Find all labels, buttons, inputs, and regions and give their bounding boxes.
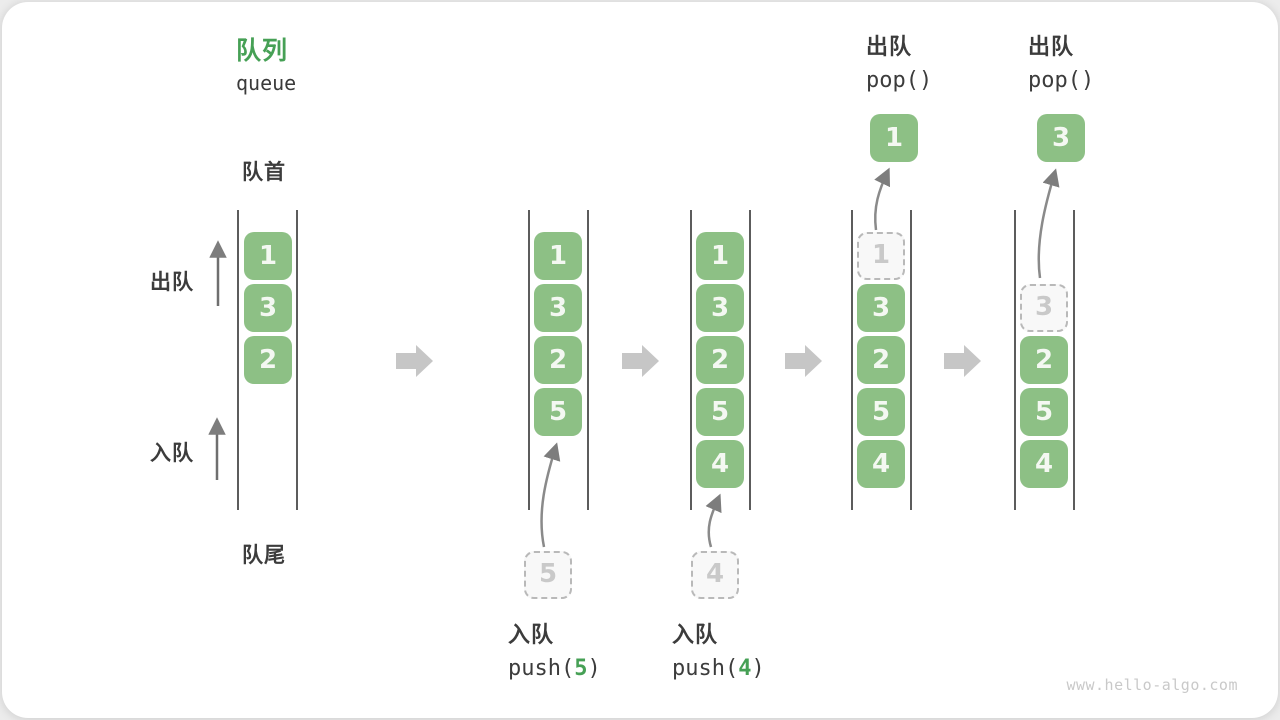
queue-wall-right: [910, 210, 912, 510]
queue-item: 3: [857, 284, 905, 332]
popped-item: 1: [870, 114, 918, 162]
queue-item: 5: [696, 388, 744, 436]
queue-item: 4: [1020, 440, 1068, 488]
queue-item: 2: [857, 336, 905, 384]
enqueue-curve-arrow-icon: [540, 442, 561, 548]
queue-item: 1: [534, 232, 582, 280]
queue-wall-left: [690, 210, 692, 510]
op-dequeue-text: 出队: [866, 34, 913, 59]
op-label-dequeue-pop3: 出队 pop(): [1028, 30, 1094, 98]
removed-item-ghost: 3: [1020, 284, 1068, 332]
queue-item: 3: [696, 284, 744, 332]
queue-item: 1: [244, 232, 292, 280]
op-code-close: ): [751, 656, 765, 681]
pending-item: 5: [524, 551, 572, 599]
dequeue-curve-arrow-icon: [874, 167, 891, 231]
transition-arrow-icon: [944, 345, 981, 377]
dequeue-curve-arrow-icon: [1037, 168, 1060, 279]
op-pop-code: pop(): [1028, 68, 1095, 93]
op-pop-code: pop(): [866, 68, 933, 93]
enqueue-curve-arrow-icon: [705, 493, 722, 548]
queue-wall-right: [296, 210, 298, 510]
queue-wall-left: [237, 210, 239, 510]
queue-item: 5: [534, 388, 582, 436]
op-code-open: push(: [508, 656, 575, 681]
queue-wall-left: [528, 210, 530, 510]
pending-item: 4: [691, 551, 739, 599]
queue-item: 3: [534, 284, 582, 332]
op-code-arg: 4: [738, 656, 752, 681]
op-dequeue-text: 出队: [1028, 34, 1075, 59]
queue-wall-left: [1014, 210, 1016, 510]
transition-arrow-icon: [396, 345, 433, 377]
queue-item: 2: [696, 336, 744, 384]
queue-item: 5: [857, 388, 905, 436]
queue-wall-right: [587, 210, 589, 510]
label-queue-rear: 队尾: [242, 544, 286, 567]
transition-arrow-icon: [785, 345, 822, 377]
queue-item: 4: [857, 440, 905, 488]
op-code-close: ): [587, 656, 601, 681]
queue-item: 2: [534, 336, 582, 384]
removed-item-ghost: 1: [857, 232, 905, 280]
label-queue-front: 队首: [242, 161, 286, 184]
queue-item: 2: [1020, 336, 1068, 384]
queue-item: 4: [696, 440, 744, 488]
op-enqueue-text: 入队: [508, 622, 555, 647]
queue-item: 3: [244, 284, 292, 332]
op-label-enqueue-push5: 入队 push(5): [508, 618, 601, 686]
queue-item: 1: [696, 232, 744, 280]
op-label-enqueue-push4: 入队 push(4): [672, 618, 765, 686]
page-title: 队列: [236, 37, 289, 65]
op-code-arg: 5: [574, 656, 588, 681]
op-code-open: push(: [672, 656, 739, 681]
watermark: www.hello-algo.com: [1066, 676, 1238, 694]
page-subtitle: queue: [236, 71, 297, 95]
queue-wall-right: [1073, 210, 1075, 510]
queue-item: 5: [1020, 388, 1068, 436]
queue-wall-right: [749, 210, 751, 510]
op-push5-code: push(5): [508, 652, 601, 686]
op-enqueue-text: 入队: [672, 622, 719, 647]
transition-arrow-icon: [622, 345, 659, 377]
queue-item: 2: [244, 336, 292, 384]
op-label-dequeue-pop1: 出队 pop(): [866, 30, 932, 98]
op-push4-code: push(4): [672, 652, 765, 686]
label-enqueue-left: 入队: [150, 442, 194, 465]
popped-item: 3: [1037, 114, 1085, 162]
queue-wall-left: [851, 210, 853, 510]
label-dequeue-left: 出队: [150, 271, 194, 294]
